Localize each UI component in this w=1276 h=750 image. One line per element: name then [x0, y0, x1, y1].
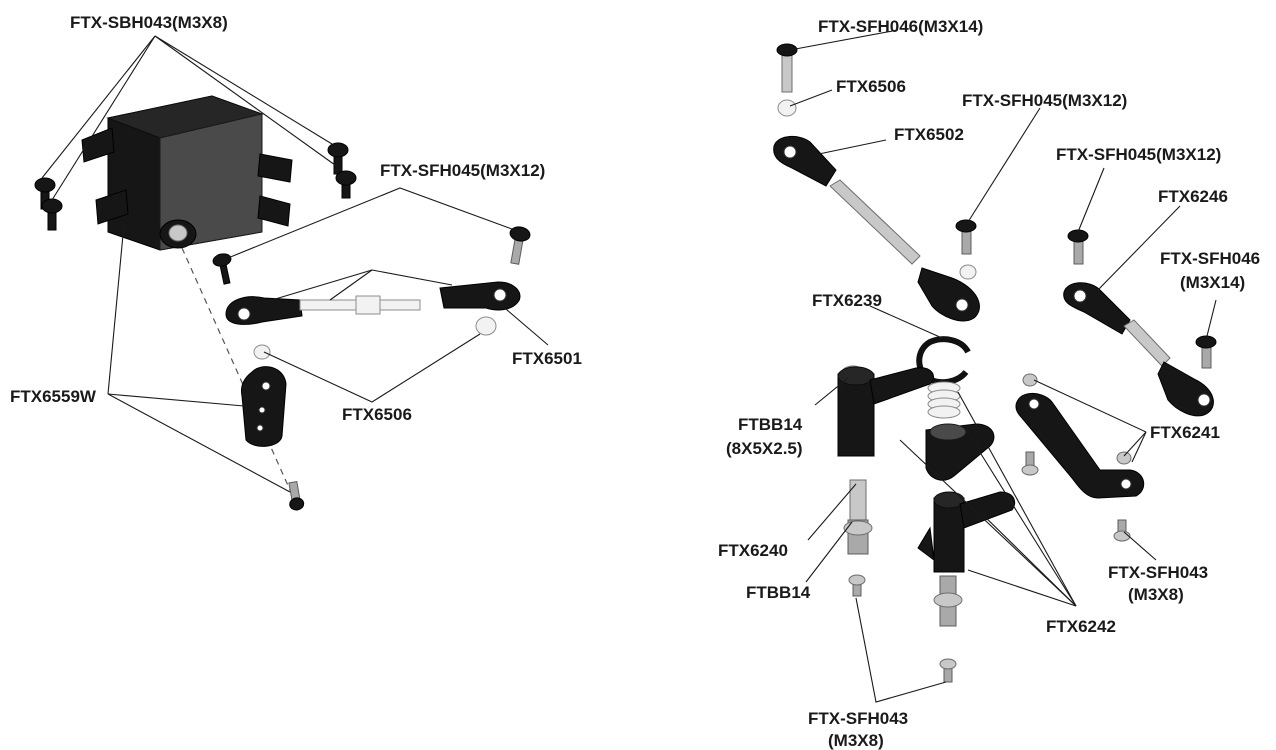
left-bellcrank-part [837, 366, 934, 457]
servo-mount-screws [34, 142, 357, 231]
leader-lines [41, 29, 1217, 703]
label-ftx6506-left: FTX6506 [342, 405, 412, 424]
label-ftx-sfh046-right-line1: FTX-SFH046 [1160, 249, 1260, 268]
label-ftbb14-line1: FTBB14 [738, 415, 803, 434]
part-labels: FTX-SBH043(M3X8) FTX-SFH045(M3X12) FTX65… [10, 13, 1260, 750]
label-ftx6559w: FTX6559W [10, 387, 97, 406]
lower-shaft-stack [933, 575, 963, 627]
label-ftx-sfh043-right-line1: FTX-SFH043 [1108, 563, 1208, 582]
servo-horn-screw [288, 480, 305, 511]
label-ftx-sfh046-top: FTX-SFH046(M3X14) [818, 17, 983, 36]
steering-assembly [773, 43, 1217, 683]
label-ftx6501: FTX6501 [512, 349, 582, 368]
far-right-screw [1195, 335, 1217, 369]
servo-body [81, 95, 293, 251]
turnbuckle-part [773, 136, 980, 322]
top-ball-stud [777, 99, 797, 117]
label-ftx-sfh045-mid: FTX-SFH045(M3X12) [962, 91, 1127, 110]
servo-assembly [34, 95, 531, 511]
label-ftx-sfh045-right: FTX-SFH045(M3X12) [1056, 145, 1221, 164]
servo-linkage-part [225, 281, 521, 336]
bottom-screw-left [848, 574, 866, 597]
label-ftbb14-bottom: FTBB14 [746, 583, 811, 602]
lower-bellcrank-part [917, 491, 1016, 573]
label-ftx6502: FTX6502 [894, 125, 964, 144]
label-ftx-sfh043-bottom-line1: FTX-SFH043 [808, 709, 908, 728]
mid-screw [955, 219, 977, 255]
label-ftx6239: FTX6239 [812, 291, 882, 310]
label-ftx6240: FTX6240 [718, 541, 788, 560]
spring-stack [927, 381, 961, 419]
link-arm-screws [1021, 373, 1132, 542]
label-ftx-sbh043: FTX-SBH043(M3X8) [70, 13, 228, 32]
top-screw [776, 43, 798, 93]
label-ftx6246: FTX6246 [1158, 187, 1228, 206]
link-arm-part [1015, 393, 1145, 499]
label-ftx-sfh043-right-line2: (M3X8) [1128, 585, 1184, 604]
label-ftx6241: FTX6241 [1150, 423, 1220, 442]
bottom-screw-center [939, 658, 957, 683]
right-screw [1067, 229, 1089, 265]
saver-arm-part [925, 423, 995, 481]
label-ftx6506-right: FTX6506 [836, 77, 906, 96]
label-ftx6242: FTX6242 [1046, 617, 1116, 636]
label-ftx-sfh046-right-line2: (M3X14) [1180, 273, 1245, 292]
label-ftx-sfh043-bottom-line2: (M3X8) [828, 731, 884, 750]
servo-axis-line [181, 247, 299, 509]
right-turnbuckle-part [1063, 282, 1214, 417]
linkage-screws [212, 226, 531, 285]
left-post-stack [843, 479, 873, 555]
servo-horn-part [241, 344, 287, 447]
label-ftbb14-line2: (8X5X2.5) [726, 439, 803, 458]
label-ftx-sfh045-left: FTX-SFH045(M3X12) [380, 161, 545, 180]
